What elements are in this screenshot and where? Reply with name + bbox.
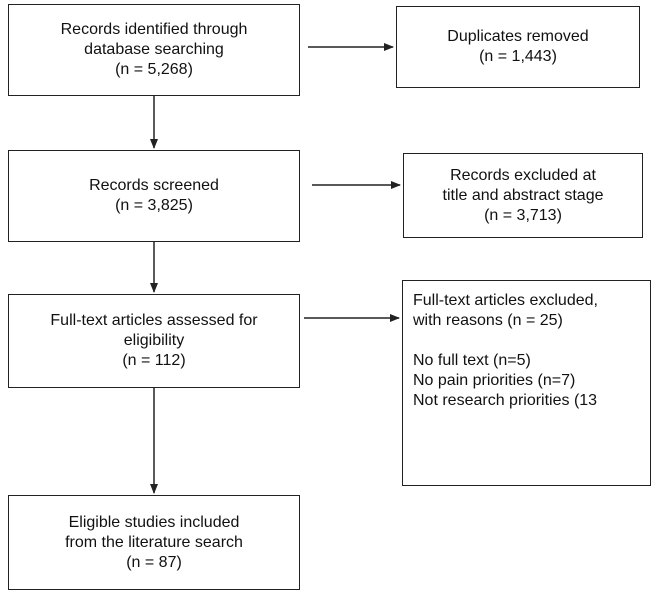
fulltext-assessed-line-2: eligibility xyxy=(123,332,185,349)
reason-no-pain-priorities: No pain priorities (n=7) xyxy=(413,372,576,389)
box-records-screened: Records screened (n = 3,825) xyxy=(8,150,300,242)
reason-not-research-priorities: Not research priorities (13 xyxy=(413,392,598,409)
records-identified-count: (n = 5,268) xyxy=(115,61,193,78)
records-identified-line-1: Records identified through xyxy=(60,21,248,38)
box-fulltext-assessed: Full-text articles assessed for eligibil… xyxy=(8,294,300,388)
records-screened-label: Records screened xyxy=(89,177,219,194)
fulltext-excluded-header-1: Full-text articles excluded, xyxy=(413,292,598,309)
box-eligible-included: Eligible studies included from the liter… xyxy=(8,495,300,590)
duplicates-removed-label: Duplicates removed xyxy=(447,28,589,45)
duplicates-removed-count: (n = 1,443) xyxy=(479,48,557,65)
eligible-included-count: (n = 87) xyxy=(126,553,182,571)
records-identified-line-2: database searching xyxy=(84,41,224,58)
box-records-excluded-title: Records excluded at title and abstract s… xyxy=(403,153,643,238)
box-fulltext-excluded: Full-text articles excluded, with reason… xyxy=(402,280,651,486)
records-excluded-count: (n = 3,713) xyxy=(484,206,562,224)
box-duplicates-removed: Duplicates removed (n = 1,443) xyxy=(396,6,640,88)
eligible-included-line-1: Eligible studies included xyxy=(68,513,240,531)
records-excluded-line-2: title and abstract stage xyxy=(442,186,604,204)
records-screened-count: (n = 3,825) xyxy=(115,197,193,214)
eligible-included-line-2: from the literature search xyxy=(65,533,243,551)
box-records-identified: Records identified through database sear… xyxy=(8,4,300,96)
records-excluded-line-1: Records excluded at xyxy=(450,166,596,184)
reason-no-full-text: No full text (n=5) xyxy=(413,352,531,369)
fulltext-excluded-header-2: with reasons (n = 25) xyxy=(413,312,563,329)
fulltext-assessed-count: (n = 112) xyxy=(122,352,186,369)
fulltext-assessed-line-1: Full-text articles assessed for xyxy=(50,312,258,329)
